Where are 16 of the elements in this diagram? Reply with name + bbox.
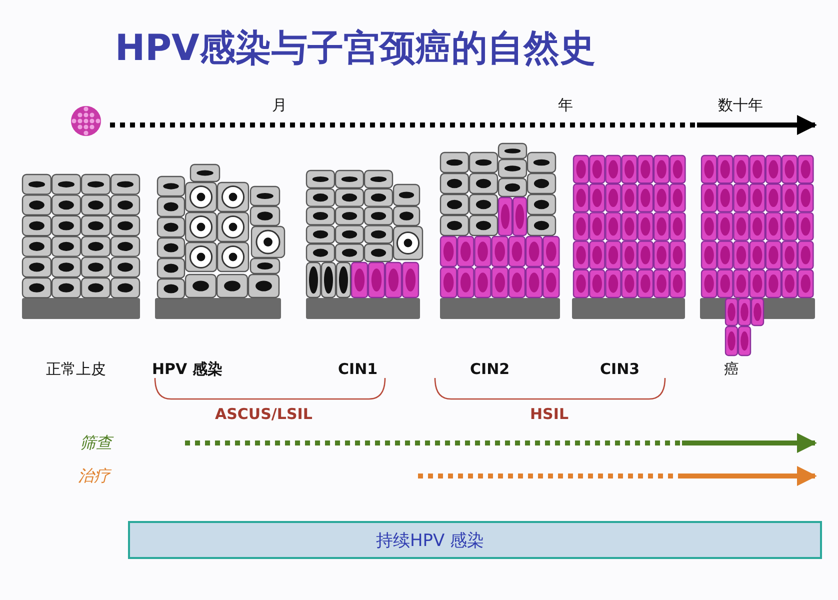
stage-label: CIN3	[600, 360, 640, 378]
stage-label: CIN1	[338, 360, 378, 378]
infection-bar	[128, 521, 822, 559]
bar-label: 持续HPV 感染	[376, 530, 484, 552]
stage-label: 正常上皮	[46, 360, 106, 379]
arrow-label: 筛查	[80, 433, 112, 454]
time-label: 数十年	[718, 96, 763, 115]
group-label: HSIL	[530, 405, 568, 423]
time-label: 年	[558, 96, 573, 115]
stage-label: HPV 感染	[152, 360, 222, 379]
time-label: 月	[272, 96, 287, 115]
group-label: ASCUS/LSIL	[215, 405, 312, 423]
arrow-label: 治疗	[78, 466, 110, 487]
stage-label: 癌	[724, 360, 739, 379]
stage-label: CIN2	[470, 360, 510, 378]
title: HPV感染与子宫颈癌的自然史	[115, 27, 596, 71]
